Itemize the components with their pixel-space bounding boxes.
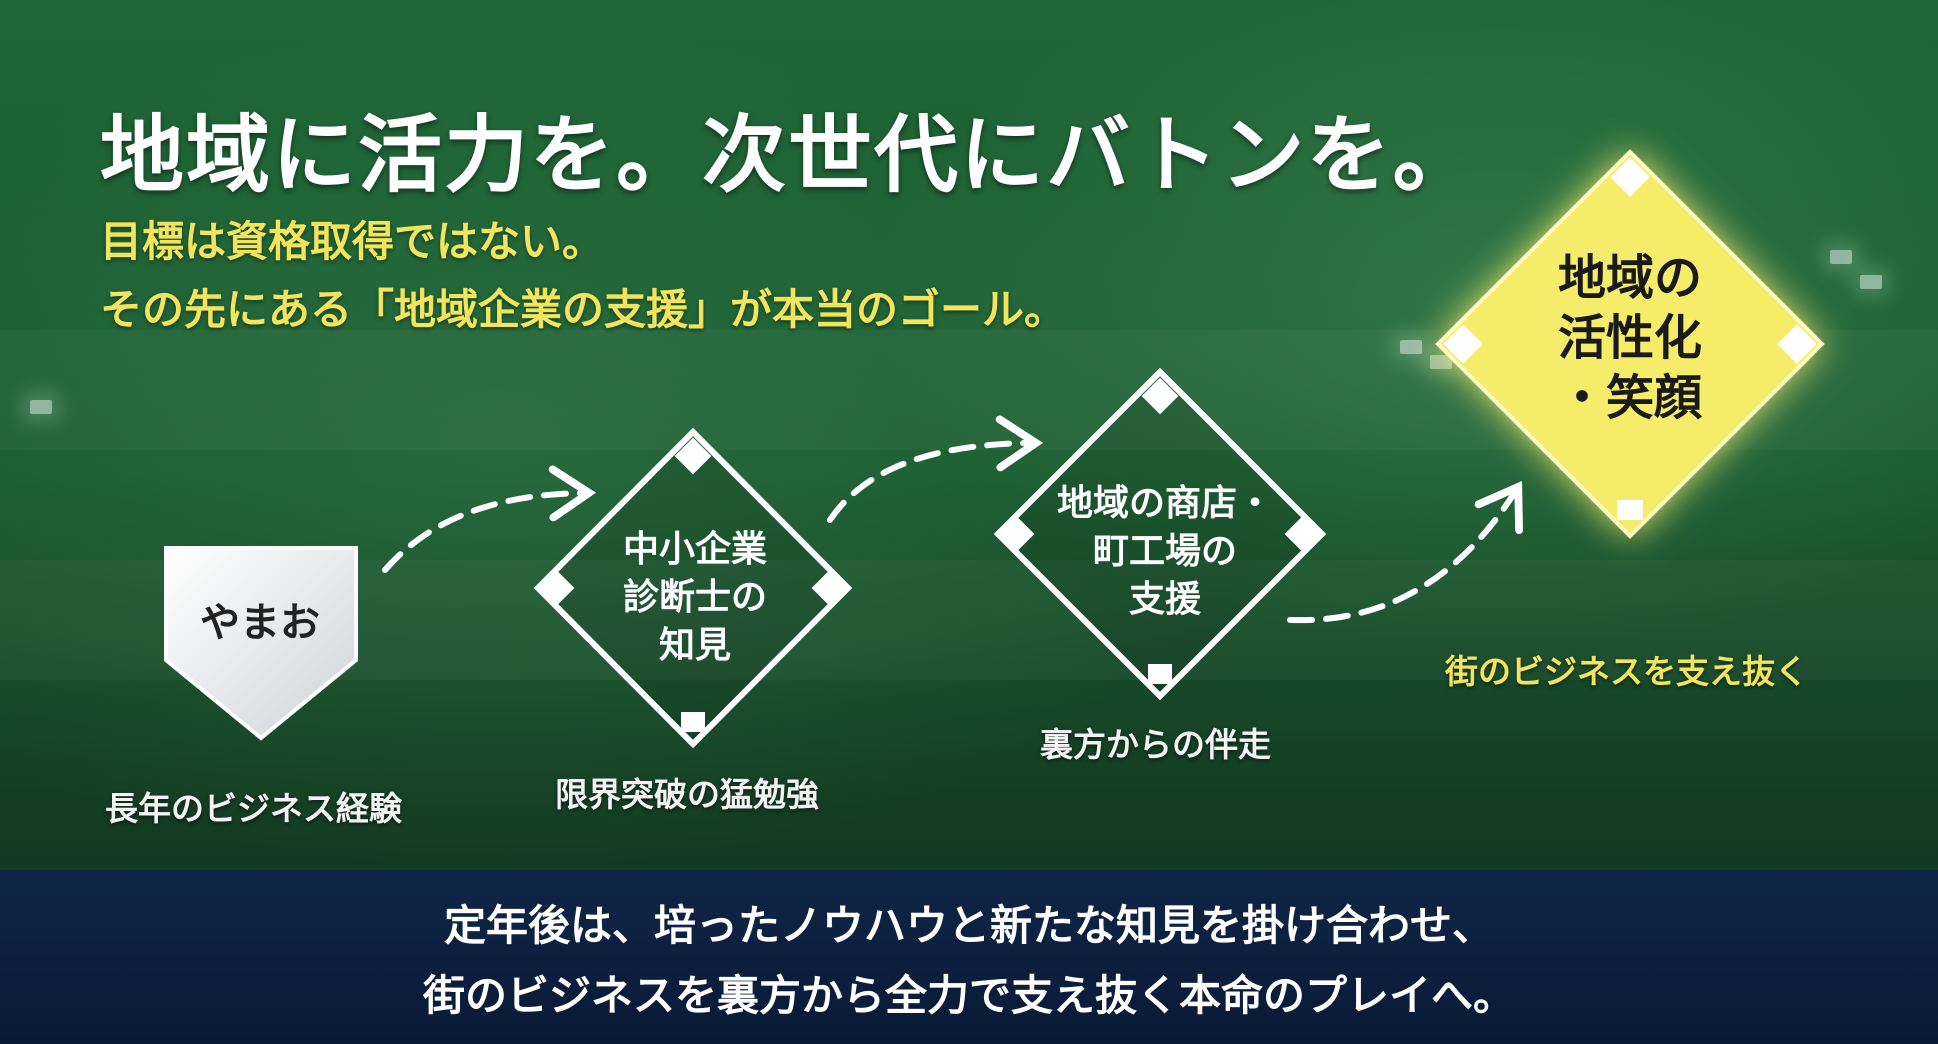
subtitle-line-1: 目標は資格取得ではない。: [100, 217, 605, 266]
footer-band: 定年後は、培ったノウハウと新たな知見を掛け合わせ、 街のビジネスを裏方から全力で…: [0, 870, 1938, 1044]
base-marker-icon: [681, 712, 705, 732]
base-marker-icon: [674, 437, 712, 475]
dashed-arrow-icon: [827, 415, 1044, 523]
goal-label-line: ・笑顔: [1557, 370, 1702, 426]
node1-label-line: 中小企業: [622, 529, 767, 570]
base-marker-icon: [1148, 664, 1172, 684]
dashed-arrow-icon: [382, 465, 597, 573]
node2-label-line: 地域の商店・: [1056, 483, 1273, 524]
base-marker-icon: [811, 569, 849, 607]
goal-label-line: 地域の: [1557, 250, 1702, 306]
home-label: やまお: [200, 600, 320, 646]
node1-caption: 限界突破の猛勉強: [555, 775, 819, 814]
node2-label-line: 支援: [1128, 579, 1201, 620]
dashed-arrow-icon: [1287, 481, 1523, 624]
node1-label-line: 知見: [658, 625, 731, 666]
page-title: 地域に活力を。次世代にバトンを。: [100, 106, 1479, 204]
stadium-light-icon: [1400, 340, 1422, 354]
goal-label: 地域の 活性化 ・笑顔: [1480, 248, 1780, 428]
stadium-light-icon: [1860, 275, 1882, 289]
footer-line-2: 街のビジネスを裏方から全力で支え抜く本命のプレイへ。: [422, 971, 1515, 1020]
base-marker-icon: [997, 515, 1035, 553]
subtitle-line-2: その先にある「地域企業の支援」が本当のゴール。: [100, 285, 1067, 334]
stadium-light-icon: [1430, 355, 1452, 369]
node1-label: 中小企業 診断士の 知見: [560, 526, 830, 670]
node2-label: 地域の商店・ 町工場の 支援: [1030, 480, 1300, 624]
base-marker-icon: [1141, 377, 1179, 415]
base-marker-icon: [537, 569, 575, 607]
baseball-path-diagram: [164, 149, 1825, 749]
goal-diamond-icon: [1435, 149, 1825, 539]
node2-caption: 裏方からの伴走: [1040, 725, 1271, 764]
base-marker-icon: [1284, 515, 1322, 553]
node2-label-line: 町工場の: [1092, 531, 1237, 572]
base-diamond-icon: [533, 427, 853, 749]
footer-line-1: 定年後は、培ったノウハウと新たな知見を掛け合わせ、: [443, 901, 1494, 950]
base-diamond-icon: [993, 367, 1327, 701]
stadium-light-icon: [30, 400, 52, 414]
home-caption: 長年のビジネス経験: [105, 789, 402, 828]
node1-label-line: 診断士の: [622, 577, 767, 618]
home-plate-icon: [164, 546, 358, 741]
goal-label-line: 活性化: [1557, 310, 1702, 366]
goal-caption: 街のビジネスを支え抜く: [1445, 652, 1808, 691]
base-marker-icon: [1617, 500, 1643, 520]
stadium-light-icon: [1830, 250, 1852, 264]
